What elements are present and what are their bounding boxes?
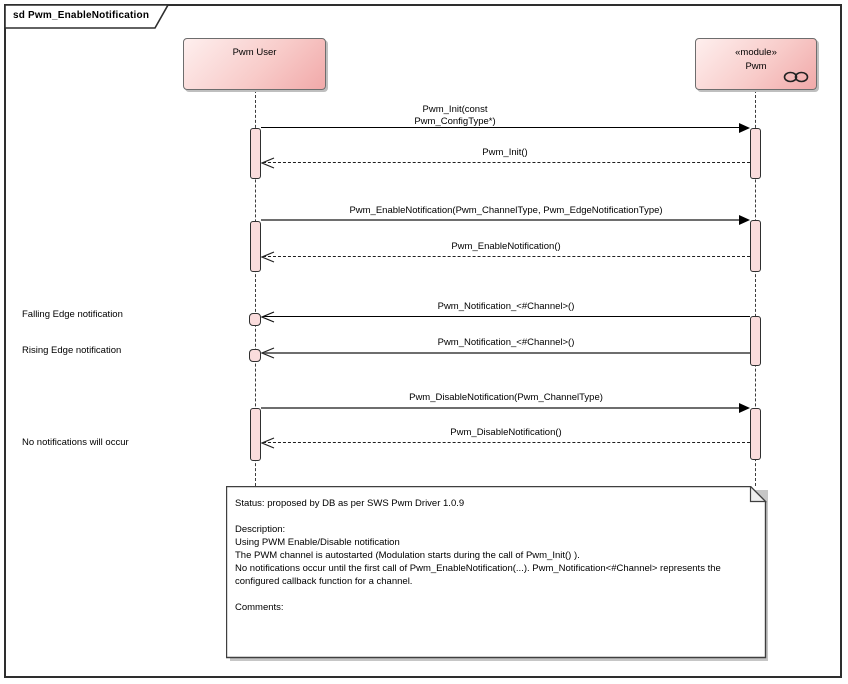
message-line bbox=[261, 219, 740, 221]
annotation-rising-edge: Rising Edge notification bbox=[22, 345, 122, 356]
linked-circles-icon bbox=[783, 71, 809, 83]
lifeline-stereotype: «module» bbox=[735, 47, 777, 58]
diagram-title-tab: sd Pwm_EnableNotification bbox=[4, 4, 171, 30]
lifeline-name: Pwm User bbox=[232, 47, 277, 58]
diagram-note: Status: proposed by DB as per SWS Pwm Dr… bbox=[225, 485, 771, 663]
message-label: Pwm_Notification_<#Channel>() bbox=[437, 301, 575, 312]
annotation-no-notifications: No notifications will occur bbox=[22, 437, 129, 448]
message-line bbox=[263, 352, 750, 354]
message-label: Pwm_Init(const Pwm_ConfigType*) bbox=[414, 104, 496, 127]
activation-pwm-disable bbox=[750, 408, 761, 460]
diagram-frame bbox=[4, 4, 842, 678]
note-status-line: Status: proposed by DB as per SWS Pwm Dr… bbox=[235, 498, 465, 509]
filled-arrowhead-icon bbox=[739, 215, 750, 225]
note-text: Status: proposed by DB as per SWS Pwm Dr… bbox=[235, 497, 747, 614]
message-line bbox=[261, 127, 740, 128]
lifeline-name: Pwm bbox=[745, 61, 767, 72]
note-description-line: The PWM channel is autostarted (Modulati… bbox=[235, 550, 580, 561]
open-arrowhead-icon bbox=[261, 347, 275, 359]
lifeline-pwm-module bbox=[755, 90, 756, 486]
open-arrowhead-icon bbox=[261, 437, 275, 449]
note-description-line: No notifications occur until the first c… bbox=[235, 563, 721, 587]
message-label: Pwm_DisableNotification() bbox=[450, 427, 562, 438]
diagram-title: sd Pwm_EnableNotification bbox=[13, 10, 150, 21]
activation-user-init bbox=[250, 128, 261, 179]
activation-pwm-notify bbox=[750, 316, 761, 366]
message-line bbox=[261, 407, 740, 409]
title-tab-shape bbox=[4, 4, 170, 29]
lifeline-head-pwm-module: «module» Pwm bbox=[695, 38, 817, 90]
note-description-heading: Description: bbox=[235, 524, 286, 535]
message-label: Pwm_Init() bbox=[482, 147, 528, 158]
annotation-falling-edge: Falling Edge notification bbox=[22, 309, 123, 320]
filled-arrowhead-icon bbox=[739, 123, 750, 133]
activation-pwm-enable bbox=[750, 220, 761, 272]
activation-user-enable bbox=[250, 221, 261, 272]
note-shape bbox=[225, 485, 768, 661]
lifeline-head-pwm-user: Pwm User bbox=[183, 38, 326, 90]
open-arrowhead-icon bbox=[261, 157, 275, 169]
open-arrowhead-icon bbox=[261, 251, 275, 263]
message-label: Pwm_Notification_<#Channel>() bbox=[437, 337, 575, 348]
message-label: Pwm_EnableNotification(Pwm_ChannelType, … bbox=[349, 205, 663, 216]
message-label: Pwm_EnableNotification() bbox=[451, 241, 561, 252]
message-line bbox=[263, 256, 750, 257]
note-description-line: Using PWM Enable/Disable notification bbox=[235, 537, 400, 548]
message-label: Pwm_DisableNotification(Pwm_ChannelType) bbox=[409, 392, 603, 403]
lifeline-pwm-user bbox=[255, 90, 256, 486]
note-spacer bbox=[235, 588, 747, 601]
activation-pwm-init bbox=[750, 128, 761, 179]
open-arrowhead-icon bbox=[261, 311, 275, 323]
note-spacer bbox=[235, 510, 747, 523]
activation-user-disable bbox=[250, 408, 261, 461]
filled-arrowhead-icon bbox=[739, 403, 750, 413]
activation-user-falling-blip bbox=[249, 313, 261, 326]
message-line bbox=[263, 162, 750, 163]
message-line bbox=[263, 442, 750, 443]
activation-user-rising-blip bbox=[249, 349, 261, 362]
message-line bbox=[263, 316, 750, 317]
note-comments-heading: Comments: bbox=[235, 602, 284, 613]
